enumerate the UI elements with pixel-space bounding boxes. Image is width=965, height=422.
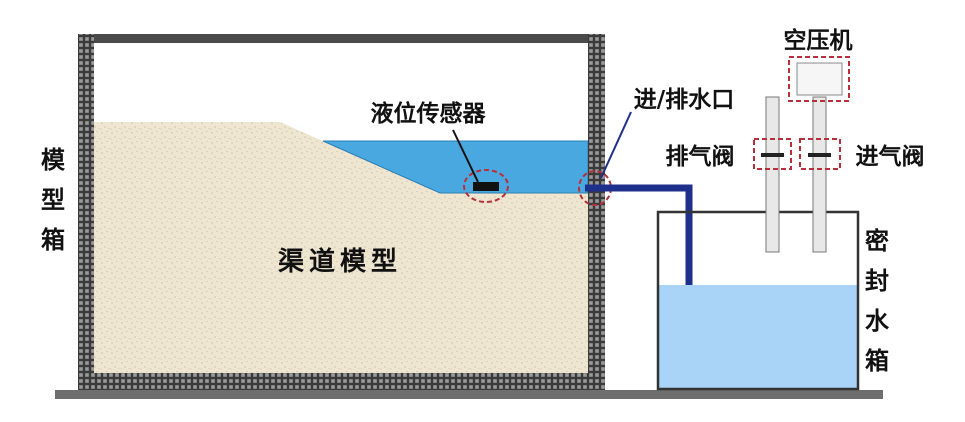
channel-soil: [94, 122, 588, 373]
sealed-tank-label-char: 水: [865, 307, 890, 335]
sealed-tank-label-char: 密: [865, 227, 889, 255]
exhaust-tube: [765, 96, 780, 253]
compressor-label: 空压机: [784, 27, 853, 54]
tank-left-wall: [78, 34, 94, 390]
exhaust-valve-label: 排气阀: [666, 143, 735, 170]
level-sensor-label: 液位传感器: [371, 100, 487, 127]
tank-label-char: 模: [41, 146, 66, 174]
ground-base: [55, 390, 883, 399]
port-leader-line: [600, 111, 632, 179]
intake-valve-marker: [799, 138, 841, 170]
channel-model-label: 渠道模型: [278, 246, 402, 277]
tank-bottom: [78, 373, 605, 390]
tank-label-char: 型: [41, 186, 65, 214]
pipe: [585, 184, 693, 324]
level-sensor: [473, 182, 499, 191]
compressor: [796, 62, 843, 96]
sealed-tank-label-char: 封: [865, 267, 889, 295]
exhaust-valve: [761, 153, 784, 157]
level-sensor-marker: [463, 169, 509, 203]
inlet-outlet-label: 进/排水口: [634, 87, 734, 113]
tank-label-char: 箱: [41, 226, 65, 254]
tank-right-wall: [588, 34, 605, 390]
compressor-marker: [788, 56, 850, 102]
model-tank: [78, 34, 605, 390]
intake-valve: [808, 153, 831, 157]
sealed-tank: [656, 210, 860, 391]
exhaust-valve-marker: [753, 138, 792, 170]
sealed-tank-label-char: 箱: [865, 347, 889, 375]
intake-valve-label: 进气阀: [856, 143, 925, 170]
sealed-tank-water: [659, 285, 857, 388]
sensor-leader-line: [452, 129, 479, 183]
intake-tube: [812, 96, 827, 253]
